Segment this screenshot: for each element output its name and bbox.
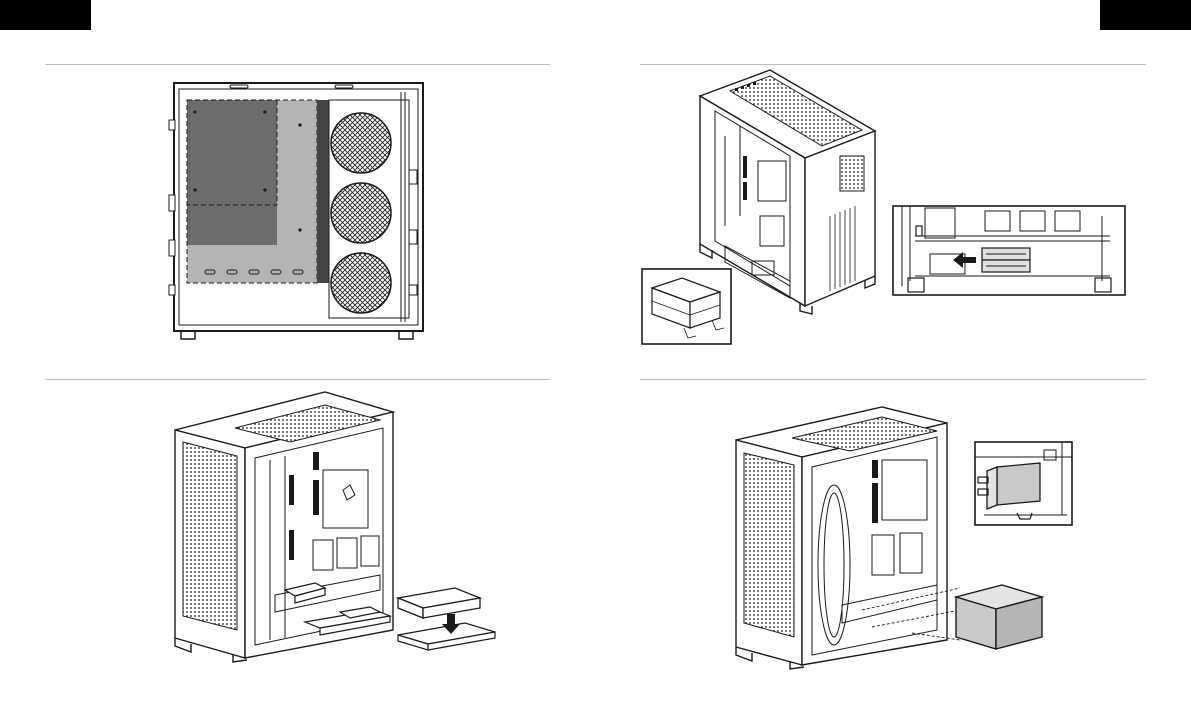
figure-psu-installation (732, 405, 1082, 670)
case-side-view-icon (165, 80, 427, 342)
figure-drive-installation (165, 390, 505, 665)
section-divider (640, 379, 1146, 380)
case-isometric-icon (640, 66, 1146, 348)
section-divider (45, 64, 550, 65)
psu-box-icon (732, 405, 1082, 670)
page-corner-tab-left (0, 0, 91, 30)
drive-tray-icon (165, 390, 505, 665)
figure-case-side-view (165, 80, 427, 342)
page-corner-tab-right (1100, 0, 1191, 30)
section-divider (640, 64, 1146, 65)
section-divider (45, 379, 550, 380)
figure-drive-cage-location (640, 66, 1146, 348)
